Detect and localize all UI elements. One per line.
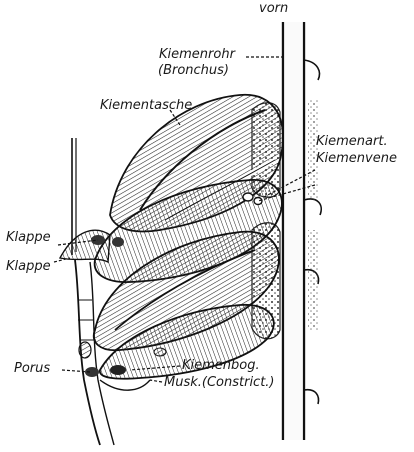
label-porus: Porus (14, 362, 50, 376)
label-kiemenbog: Kiemenbog. (182, 359, 260, 373)
label-kiemenvene: Kiemenvene (316, 152, 397, 166)
label-bronchus: (Bronchus) (158, 64, 229, 78)
label-kiementasche: Kiementasche (100, 99, 192, 113)
label-kiemenrohr: Kiemenrohr (159, 48, 235, 62)
label-klappe-lower: Klappe (6, 260, 51, 274)
label-klappe-upper: Klappe (6, 231, 51, 245)
label-kiemenart: Kiemenart. (316, 135, 388, 149)
label-vorn: vorn (259, 2, 288, 16)
label-musk-constrict: Musk.(Constrict.) (164, 376, 275, 390)
